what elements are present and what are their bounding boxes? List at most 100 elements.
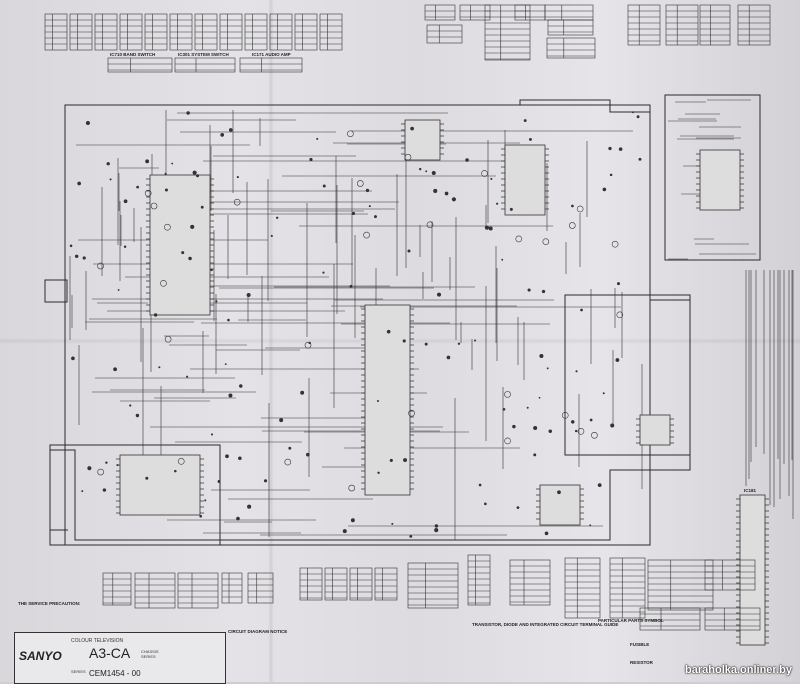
transistor-symbol — [515, 235, 523, 243]
junction-dot — [224, 363, 227, 366]
junction-dot — [102, 488, 107, 492]
audio-amp-label: IC171 AUDIO AMP — [252, 52, 291, 57]
junction-dot — [516, 506, 520, 510]
table-rules — [610, 558, 645, 618]
junction-dot — [502, 407, 506, 411]
junction-dot — [610, 423, 615, 428]
paper-fold-vertical — [268, 0, 274, 682]
title-block: SANYO COLOUR TELEVISION A3-CA CHASSIS SE… — [14, 632, 226, 684]
table-rules — [300, 568, 322, 600]
ic-package — [119, 454, 201, 516]
ic-pins — [361, 308, 414, 490]
junction-dot — [368, 205, 371, 208]
data-table — [544, 4, 594, 21]
junction-dot — [419, 167, 422, 171]
ic-package — [404, 119, 441, 161]
junction-dot — [403, 458, 408, 463]
junction-dot — [210, 433, 214, 436]
table-rules — [545, 5, 593, 20]
junction-dot — [322, 184, 326, 188]
transistor-symbol — [284, 458, 292, 466]
data-table — [374, 567, 398, 601]
junction-dot — [145, 159, 150, 164]
junction-dot — [389, 458, 393, 462]
model-number: A3-CA — [89, 645, 131, 661]
parts-symbol-title: PARTICULAR PARTS SYMBOL — [598, 618, 664, 623]
junction-dot — [145, 476, 149, 480]
data-table — [699, 4, 731, 46]
table-rules — [510, 560, 550, 605]
junction-dot — [188, 256, 192, 261]
junction-dot — [444, 191, 449, 196]
junction-dot — [350, 518, 355, 523]
junction-dot — [377, 471, 380, 474]
ic181-label: IC181 — [744, 488, 757, 493]
table-rules — [175, 58, 235, 72]
junction-dot — [129, 404, 132, 407]
junction-dot — [365, 188, 370, 193]
data-table — [407, 562, 459, 609]
transistor-symbol — [408, 409, 415, 417]
junction-dot — [589, 418, 593, 422]
chassis-series-label: CHASSIS SERIES — [141, 649, 159, 659]
junction-dot — [509, 207, 513, 211]
junction-dot — [490, 177, 493, 180]
junction-dot — [204, 499, 207, 502]
ic-pins — [146, 178, 214, 312]
junction-dot — [602, 392, 605, 395]
data-table — [639, 607, 701, 631]
junction-dot — [451, 197, 456, 202]
table-rules — [408, 563, 458, 608]
data-table — [424, 4, 456, 21]
data-table — [177, 572, 219, 609]
junction-dot — [186, 375, 189, 378]
ic-package — [639, 414, 671, 446]
junction-dot — [171, 162, 174, 165]
junction-dot — [501, 258, 504, 261]
junction-dot — [425, 170, 428, 173]
fusible-label: FUSIBLE — [630, 642, 650, 647]
junction-dot — [85, 121, 90, 126]
junction-dot — [196, 174, 200, 178]
junction-dot — [465, 158, 469, 162]
data-table — [546, 37, 596, 59]
table-rules — [325, 568, 347, 600]
junction-dot — [548, 429, 552, 434]
table-rules — [170, 14, 192, 50]
junction-dot — [164, 188, 168, 192]
junction-dot — [246, 292, 251, 297]
band-switch-label: IC710 BAND SWITCH — [110, 52, 156, 57]
table-rules — [738, 5, 770, 45]
junction-dot — [192, 170, 197, 175]
junction-dot — [608, 146, 612, 151]
ic-package — [364, 304, 411, 496]
junction-dot — [342, 529, 347, 534]
table-rules — [145, 14, 167, 50]
data-table — [174, 57, 236, 73]
transistor-symbol — [363, 231, 370, 239]
junction-dot — [527, 288, 531, 292]
junction-dot — [123, 199, 128, 204]
junction-dot — [618, 147, 623, 151]
junction-dot — [484, 502, 487, 506]
transistor-symbol — [357, 180, 364, 187]
junction-dot — [82, 256, 86, 260]
junction-dot — [81, 490, 84, 493]
table-rules — [240, 58, 302, 72]
transistor-symbol — [144, 189, 152, 197]
table-rules — [103, 573, 131, 605]
terminal-guide-title: TRANSISTOR, DIODE AND INTEGRATED CIRCUIT… — [472, 622, 619, 627]
junction-dot — [215, 300, 218, 303]
ic-package — [149, 174, 211, 316]
table-rules — [548, 20, 593, 35]
table-rules — [468, 555, 490, 605]
table-rules — [485, 5, 530, 60]
data-table — [665, 4, 699, 46]
junction-dot — [424, 342, 428, 346]
junction-dot — [174, 469, 177, 473]
junction-dot — [270, 234, 273, 238]
junction-dot — [116, 464, 119, 467]
table-rules — [700, 5, 730, 45]
transistor-symbol — [348, 484, 356, 492]
table-rules — [270, 14, 292, 50]
